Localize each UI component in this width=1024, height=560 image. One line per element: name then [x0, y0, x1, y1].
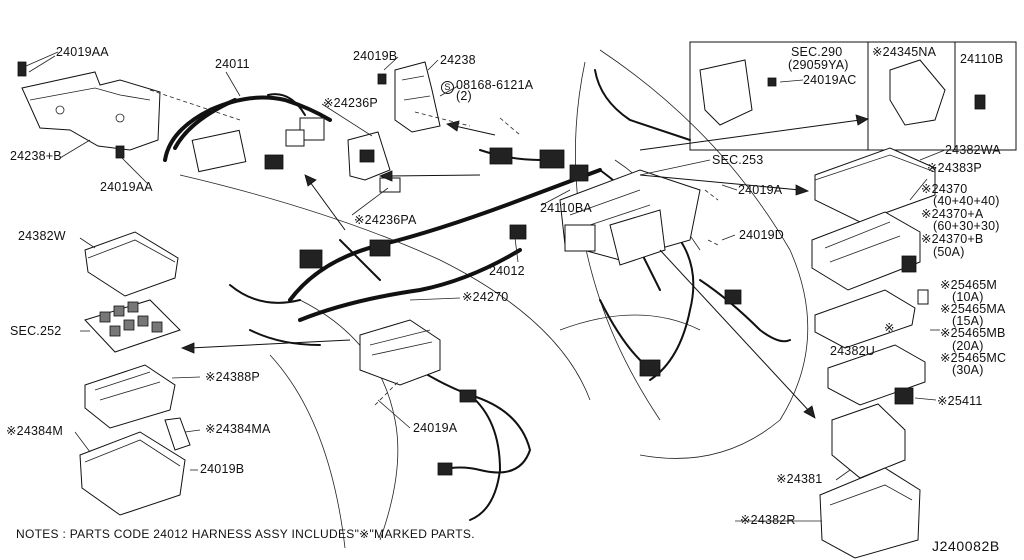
- relay-24236p: [347, 131, 401, 193]
- label-24370b-value: (50A): [933, 245, 965, 259]
- label-sec290: SEC.290: [791, 45, 843, 59]
- label-24382r: ※24382R: [740, 513, 796, 527]
- relay-25411: [894, 387, 914, 405]
- label-24019a-right: 24019A: [738, 183, 783, 197]
- cover-24382w: [84, 231, 179, 297]
- label-asterisk-marker: ※: [884, 321, 895, 335]
- relays-sec252: [84, 299, 181, 353]
- label-24019b-bottom: 24019B: [200, 462, 245, 476]
- label-24381: ※24381: [776, 472, 823, 486]
- case-24382r: [819, 467, 921, 559]
- diagram-code: J240082B: [932, 538, 1000, 554]
- label-24370a-value: (60+30+30): [933, 219, 1000, 233]
- label-24384m: ※24384M: [6, 424, 64, 438]
- fuse-holder: [814, 289, 916, 349]
- label-24370-value: (40+40+40): [933, 194, 1000, 208]
- label-24238: 24238: [440, 53, 476, 67]
- label-24019aa-top: 24019AA: [56, 45, 109, 59]
- label-24383p: ※24383P: [927, 161, 982, 175]
- label-24019ac: 24019AC: [803, 73, 857, 87]
- label-08168-code: 08168-6121A: [456, 78, 534, 92]
- label-24110ba: 24110BA: [540, 201, 592, 215]
- case-24384m: [79, 431, 186, 516]
- label-25465mc: ※25465MC: [940, 351, 1007, 365]
- label-24388p: ※24388P: [205, 370, 260, 384]
- fuse-block-sec253: [559, 169, 701, 266]
- label-24382u: 24382U: [830, 344, 875, 358]
- mini-fuse: [917, 289, 929, 305]
- label-25465mb: ※25465MB: [940, 326, 1006, 340]
- label-25465mb-value: (20A): [952, 339, 984, 353]
- label-24236pa: ※24236PA: [354, 213, 417, 227]
- label-24110b: 24110B: [960, 52, 1004, 66]
- label-24019d: 24019D: [739, 228, 784, 242]
- bracket-24384ma: [164, 417, 191, 451]
- label-29059ya: (29059YA): [788, 58, 849, 72]
- label-24236p: ※24236P: [323, 96, 378, 110]
- label-24238b: 24238+B: [10, 149, 62, 163]
- label-24370a: ※24370+A: [921, 207, 984, 221]
- label-24382wa: 24382WA: [945, 143, 1001, 157]
- block-24381: [831, 403, 906, 479]
- bracket-24238b: [17, 55, 161, 159]
- cover-24382wa: [814, 147, 936, 223]
- label-24384ma: ※24384MA: [205, 422, 271, 436]
- label-24270: ※24270: [462, 290, 509, 304]
- relay-box-24270: [359, 319, 441, 386]
- leader-lines: [25, 51, 946, 522]
- label-08168-qty: (2): [456, 89, 472, 103]
- label-sec252: SEC.252: [10, 324, 62, 338]
- harness-24011: [163, 93, 332, 173]
- fuse-holder-24388p: [84, 364, 176, 429]
- label-24345na: ※24345NA: [872, 45, 937, 59]
- label-24382w: 24382W: [18, 229, 66, 243]
- label-25465ma: ※25465MA: [940, 302, 1006, 316]
- label-sec253: SEC.253: [712, 153, 764, 167]
- label-24011: 24011: [215, 57, 250, 71]
- label-24370: ※24370: [921, 182, 968, 196]
- label-25465m-value: (10A): [952, 290, 984, 304]
- label-24019aa-bottom: 24019AA: [100, 180, 153, 194]
- label-24370b: ※24370+B: [921, 232, 984, 246]
- label-25465m: ※25465M: [940, 278, 998, 292]
- inset-panel: [689, 41, 1017, 151]
- bolt-symbol-icon: S: [441, 81, 454, 94]
- harness-24012: [229, 69, 791, 521]
- label-24012: 24012: [489, 264, 525, 278]
- label-25465ma-value: (15A): [952, 314, 984, 328]
- bracket-24238: [377, 61, 441, 133]
- parts-note: NOTES : PARTS CODE 24012 HARNESS ASSY IN…: [16, 527, 475, 541]
- label-24019a-bottom: 24019A: [413, 421, 458, 435]
- label-24019b-top: 24019B: [353, 49, 398, 63]
- fuse-24370b: [901, 255, 917, 273]
- label-25411: ※25411: [937, 394, 983, 408]
- fuse-block-24383p: [811, 211, 921, 291]
- label-25465mc-value: (30A): [952, 363, 984, 377]
